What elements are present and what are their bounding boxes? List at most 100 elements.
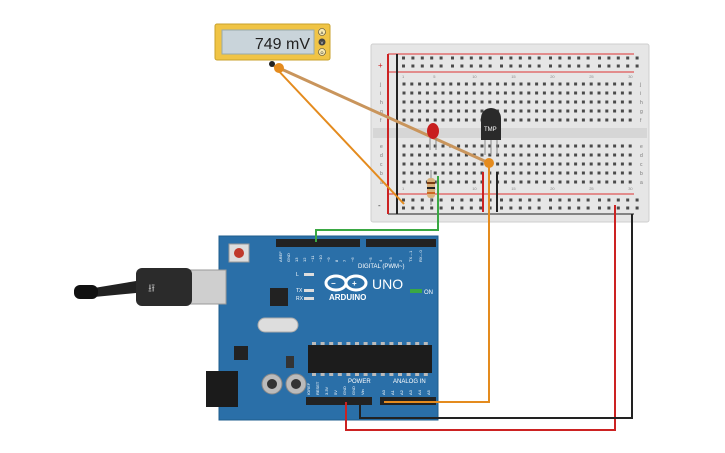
probe-tip-tmp[interactable] (484, 158, 494, 168)
breadboard-hole[interactable] (496, 100, 500, 104)
breadboard-hole[interactable] (613, 118, 617, 122)
breadboard-hole[interactable] (574, 153, 578, 157)
breadboard-hole[interactable] (628, 100, 632, 104)
breadboard-hole[interactable] (418, 91, 422, 95)
breadboard-hole[interactable] (418, 171, 422, 175)
breadboard-hole[interactable] (418, 162, 422, 166)
breadboard-hole[interactable] (503, 171, 507, 175)
rail-hole[interactable] (537, 198, 541, 202)
breadboard-hole[interactable] (402, 153, 406, 157)
rail-hole[interactable] (586, 56, 590, 60)
breadboard-hole[interactable] (574, 162, 578, 166)
breadboard-hole[interactable] (503, 91, 507, 95)
rail-hole[interactable] (509, 56, 513, 60)
breadboard-hole[interactable] (410, 144, 414, 148)
breadboard-hole[interactable] (433, 118, 437, 122)
usb-cable[interactable]: ⭿ (74, 268, 227, 306)
breadboard-hole[interactable] (620, 180, 624, 184)
multimeter[interactable]: 749 mV A V Ω (214, 23, 331, 67)
breadboard-hole[interactable] (464, 162, 468, 166)
breadboard-hole[interactable] (433, 144, 437, 148)
breadboard-hole[interactable] (542, 171, 546, 175)
rail-hole[interactable] (430, 198, 434, 202)
breadboard-hole[interactable] (613, 82, 617, 86)
breadboard-hole[interactable] (433, 82, 437, 86)
rail-hole[interactable] (549, 206, 552, 210)
breadboard-hole[interactable] (488, 153, 492, 157)
rail-hole[interactable] (635, 198, 639, 202)
breadboard-hole[interactable] (550, 171, 554, 175)
breadboard-hole[interactable] (441, 109, 445, 113)
breadboard-hole[interactable] (402, 180, 406, 184)
rail-hole[interactable] (567, 198, 571, 202)
power-rail-top[interactable] (402, 56, 639, 68)
breadboard-hole[interactable] (566, 153, 570, 157)
rail-hole[interactable] (439, 206, 443, 210)
breadboard-hole[interactable] (597, 162, 601, 166)
breadboard-hole[interactable] (597, 144, 601, 148)
breadboard-hole[interactable] (519, 144, 523, 148)
rail-hole[interactable] (488, 198, 492, 202)
breadboard-hole[interactable] (566, 118, 570, 122)
rail-hole[interactable] (635, 64, 639, 68)
breadboard-hole[interactable] (613, 109, 617, 113)
breadboard-hole[interactable] (535, 118, 539, 122)
arduino-uno-board[interactable]: ⭿ − + ARDUINO UNO ON TX RX L (74, 235, 439, 421)
resistor[interactable] (427, 170, 435, 205)
breadboard-hole[interactable] (605, 100, 609, 104)
breadboard-hole[interactable] (441, 171, 445, 175)
rail-hole[interactable] (439, 198, 443, 202)
breadboard-hole[interactable] (433, 91, 437, 95)
digital-header-left[interactable] (276, 239, 360, 247)
breadboard-hole[interactable] (550, 109, 554, 113)
rail-hole[interactable] (549, 198, 552, 202)
breadboard-hole[interactable] (527, 91, 531, 95)
rail-hole[interactable] (451, 206, 454, 210)
breadboard-hole[interactable] (449, 153, 453, 157)
breadboard-hole[interactable] (496, 162, 500, 166)
breadboard-hole[interactable] (464, 100, 468, 104)
breadboard-hole[interactable] (433, 162, 437, 166)
probe-wire-v[interactable] (278, 66, 490, 165)
rail-hole[interactable] (586, 198, 590, 202)
breadboard-hole[interactable] (605, 180, 609, 184)
rail-hole[interactable] (430, 64, 434, 68)
rail-hole[interactable] (439, 64, 443, 68)
breadboard-hole[interactable] (620, 91, 624, 95)
rail-hole[interactable] (500, 56, 503, 60)
rail-hole[interactable] (607, 198, 611, 202)
breadboard-hole[interactable] (550, 162, 554, 166)
breadboard-hole[interactable] (628, 109, 632, 113)
breadboard-hole[interactable] (597, 82, 601, 86)
breadboard-hole[interactable] (581, 91, 585, 95)
breadboard-hole[interactable] (511, 144, 515, 148)
breadboard-hole[interactable] (566, 171, 570, 175)
breadboard-hole[interactable] (511, 180, 515, 184)
wire-green[interactable] (315, 176, 439, 242)
breadboard-hole[interactable] (589, 144, 593, 148)
breadboard-hole[interactable] (527, 100, 531, 104)
rail-hole[interactable] (607, 64, 611, 68)
rail-hole[interactable] (500, 206, 503, 210)
breadboard-hole[interactable] (558, 109, 562, 113)
rail-hole[interactable] (460, 198, 464, 202)
breadboard-hole[interactable] (410, 100, 414, 104)
breadboard-hole[interactable] (605, 144, 609, 148)
wires[interactable] (273, 54, 633, 431)
breadboard-hole[interactable] (503, 82, 507, 86)
breadboard-hole[interactable] (527, 82, 531, 86)
rail-hole[interactable] (420, 206, 424, 210)
breadboard-hole[interactable] (589, 100, 593, 104)
breadboard-hole[interactable] (511, 162, 515, 166)
rail-hole[interactable] (567, 64, 571, 68)
breadboard-hole[interactable] (597, 153, 601, 157)
breadboard-hole[interactable] (472, 171, 476, 175)
breadboard-hole[interactable] (410, 91, 414, 95)
breadboard-hole[interactable] (441, 144, 445, 148)
rail-hole[interactable] (537, 64, 541, 68)
breadboard-hole[interactable] (511, 100, 515, 104)
rail-hole[interactable] (567, 56, 571, 60)
breadboard-hole[interactable] (441, 100, 445, 104)
breadboard-hole[interactable] (488, 144, 492, 148)
rail-hole[interactable] (598, 56, 601, 60)
